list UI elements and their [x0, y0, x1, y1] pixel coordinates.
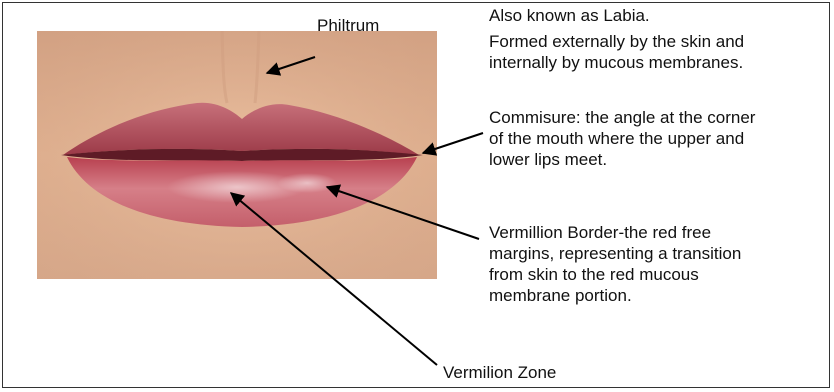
- vermillion-border-text-line1: Vermillion Border-the red free: [489, 222, 711, 243]
- also-known-text: Also known as Labia.: [489, 5, 650, 26]
- lips-photo: [37, 31, 437, 279]
- formed-text-line2: internally by mucous membranes.: [489, 52, 743, 73]
- diagram-frame: Philtrum Also known as Labia. Formed ext…: [2, 2, 830, 388]
- formed-text-line1: Formed externally by the skin and: [489, 31, 744, 52]
- vermillion-border-text-line4: membrane portion.: [489, 285, 632, 306]
- commisure-text-line1: Commisure: the angle at the corner: [489, 107, 755, 128]
- commisure-text-line2: of the mouth where the upper and: [489, 128, 744, 149]
- vermillion-border-text-line3: from skin to the red mucous: [489, 264, 699, 285]
- vermillion-border-text-line2: margins, representing a transition: [489, 243, 741, 264]
- vermilion-zone-label: Vermilion Zone: [443, 362, 556, 383]
- philtrum-label: Philtrum: [317, 15, 379, 36]
- commisure-text-line3: lower lips meet.: [489, 149, 607, 170]
